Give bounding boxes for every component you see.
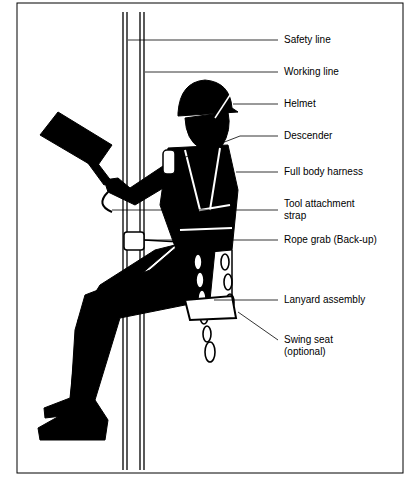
- part-label: Rope grab (Back-up): [283, 234, 378, 246]
- seat-straps: [178, 250, 232, 300]
- frame: [17, 3, 403, 473]
- part-label: Helmet: [283, 98, 317, 110]
- ropes: [123, 12, 144, 470]
- part-label: Swing seat (optional): [283, 334, 355, 358]
- descender-rope-grab: [124, 150, 180, 250]
- part-label: Descender: [283, 130, 333, 142]
- part-label: Tool attachment strap: [283, 198, 375, 222]
- worker-figure: [38, 80, 238, 440]
- part-label: Full body harness: [283, 166, 364, 178]
- part-label: Lanyard assembly: [283, 294, 366, 306]
- part-label: Safety line: [283, 34, 332, 46]
- leader-lines: [112, 40, 278, 340]
- part-label: Working line: [283, 66, 340, 78]
